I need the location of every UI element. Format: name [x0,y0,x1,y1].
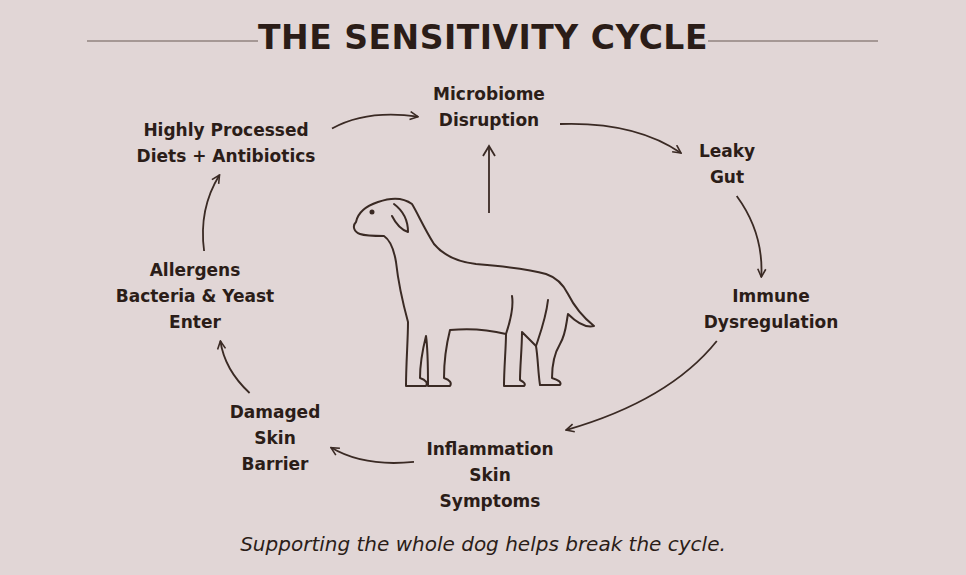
step-label: Damaged Skin Barrier [225,399,325,477]
cycle-arrow [737,196,762,277]
title-rule [708,40,878,41]
cycle-step: Highly Processed Diets + Antibiotics [126,117,326,169]
step-label: Allergens Bacteria & Yeast Enter [115,257,275,335]
cycle-arrow [566,341,717,430]
diagram-caption: Supporting the whole dog helps break the… [0,532,966,556]
diagram-title: THE SENSITIVITY CYCLE [0,18,966,57]
dog-illustration [354,199,594,386]
dog-arrow-head [483,146,495,156]
dog-arrow [488,148,490,213]
cycle-step: Microbiome Disruption [424,81,554,133]
step-label: Immune Dysregulation [701,283,841,335]
cycle-step: Immune Dysregulation [701,283,841,335]
step-label: Microbiome Disruption [424,81,554,133]
cycle-step: Inflammation Skin Symptoms [420,436,560,514]
step-label: Inflammation Skin Symptoms [420,436,560,514]
cycle-arrow [332,115,418,129]
cycle-arrow [203,175,220,251]
cycle-arrow [331,448,414,463]
cycle-arrow [220,341,249,393]
cycle-step: Leaky Gut [687,138,767,190]
step-label: Highly Processed Diets + Antibiotics [126,117,326,169]
cycle-arrow [560,124,681,153]
step-label: Leaky Gut [687,138,767,190]
title-rule [87,40,258,41]
cycle-step: Damaged Skin Barrier [225,399,325,477]
cycle-step: Allergens Bacteria & Yeast Enter [115,257,275,335]
